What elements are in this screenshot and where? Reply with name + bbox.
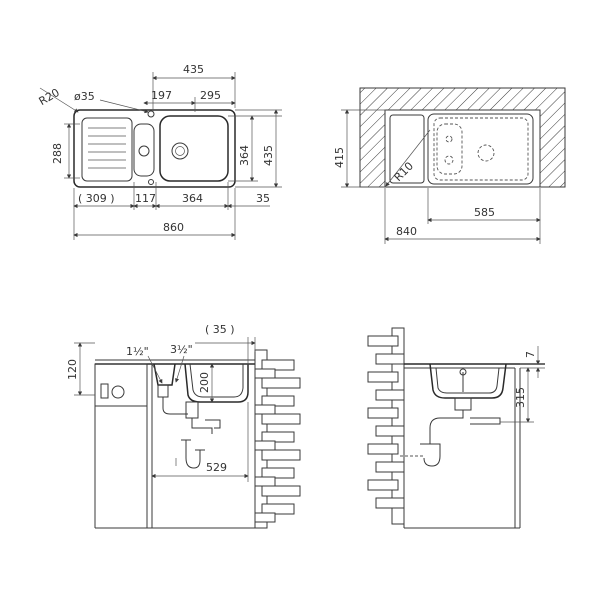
dim-435-top: 435 — [183, 63, 204, 76]
brick-wall-front — [254, 349, 301, 529]
small-bowl — [133, 123, 155, 177]
cutout-view: 415 R10 585 840 — [333, 87, 566, 244]
radius-r20: R20 — [37, 86, 62, 108]
dim-435-right: 435 — [262, 145, 275, 166]
hole-d35: ø35 — [74, 90, 95, 103]
dim-860: 860 — [163, 221, 184, 234]
dim-309: ( 309 ) — [78, 192, 115, 205]
drainboard-ribs — [81, 117, 133, 182]
appliance-knob — [111, 385, 125, 399]
drain-hole — [171, 142, 189, 160]
front-section: 120 1½" 3½" ( 35 ) 200 529 — [66, 323, 301, 529]
dim-315: 315 — [514, 387, 527, 408]
radius-r10: R10 — [392, 160, 416, 184]
top-view: 435 197 295 R20 ø35 288 364 435 — [37, 63, 282, 240]
dim-364-bottom: 364 — [182, 192, 203, 205]
siphon-trap — [185, 440, 201, 469]
dim-200: 200 — [198, 372, 211, 393]
dim-35-paren: ( 35 ) — [205, 323, 235, 336]
dim-35: 35 — [256, 192, 270, 205]
dim-7: 7 — [524, 351, 537, 358]
side-siphon — [420, 443, 441, 467]
countertop-hatch — [359, 87, 566, 188]
dim-197: 197 — [151, 89, 172, 102]
dim-288: 288 — [51, 143, 64, 164]
pipe-1-5: 1½" — [126, 345, 149, 358]
appliance-box — [94, 363, 148, 407]
dim-117: 117 — [135, 192, 156, 205]
dim-529: 529 — [206, 461, 227, 474]
main-bowl — [159, 115, 229, 182]
pipe-3-5: 3½" — [170, 343, 193, 356]
dim-120: 120 — [66, 359, 79, 380]
tap-hole — [147, 110, 155, 118]
dim-415: 415 — [333, 147, 346, 168]
side-section: 7 315 — [367, 327, 545, 529]
dim-364-right: 364 — [238, 145, 251, 166]
dim-585: 585 — [474, 206, 495, 219]
cutout-right-panel — [427, 113, 534, 185]
brick-wall-side — [367, 327, 405, 525]
cutout-left-panel — [389, 114, 425, 184]
dim-295: 295 — [200, 89, 221, 102]
dim-840: 840 — [396, 225, 417, 238]
sink-outline — [73, 109, 236, 188]
